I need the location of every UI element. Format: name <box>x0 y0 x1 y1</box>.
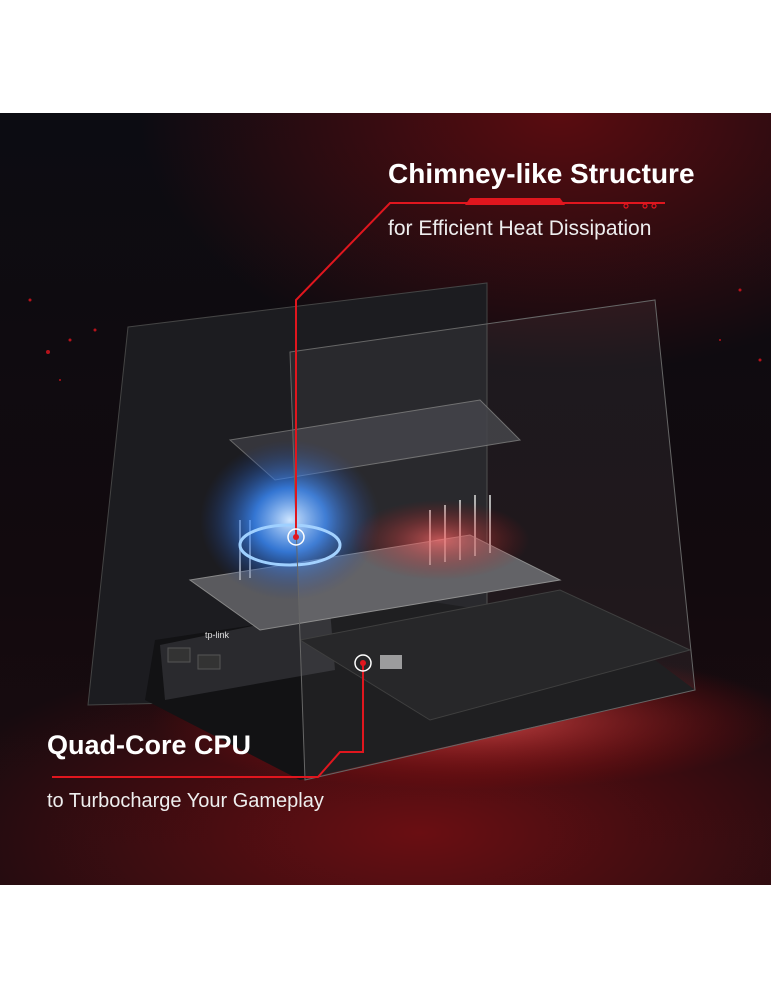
fan <box>238 523 342 567</box>
router-right-panel <box>289 299 696 781</box>
callout-line-bottom <box>52 663 364 778</box>
cpu-chip <box>380 655 402 669</box>
top-callout-subtitle: for Efficient Heat Dissipation <box>388 217 652 240</box>
circuit-board <box>298 589 692 721</box>
particles <box>28 288 762 381</box>
target-marker-cpu <box>354 654 372 672</box>
fan-airflow <box>200 440 380 600</box>
product-hero-image: tp-link <box>0 113 771 885</box>
bottom-callout-subtitle: to Turbocharge Your Gameplay <box>47 790 324 812</box>
button-2 <box>197 654 221 670</box>
bottom-callout-title: Quad-Core CPU <box>47 730 252 760</box>
tp-link-logo: tp-link <box>205 630 230 640</box>
router-illustration <box>28 198 771 790</box>
button-1 <box>167 647 191 663</box>
heat-glow <box>350 500 530 580</box>
target-marker-fan <box>287 528 305 546</box>
top-callout-title: Chimney-like Structure <box>388 158 695 189</box>
router-front-panel <box>160 610 335 700</box>
